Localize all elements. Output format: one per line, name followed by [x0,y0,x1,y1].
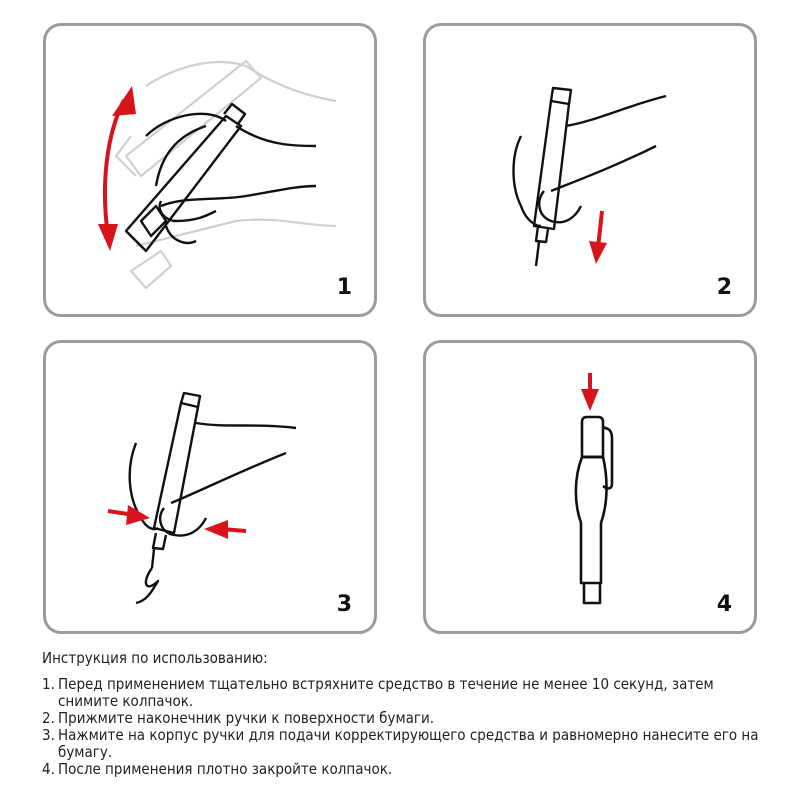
press-tip-to-paper-illustration [512,86,667,267]
instructions-title: Инструкция по использованию: [42,649,268,667]
instruction-item: 3.Нажмите на корпус ручки для подачи кор… [42,726,759,761]
instruction-item: 1.Перед применением тщательно встряхните… [42,675,714,710]
step-number: 3 [336,592,352,617]
instructions-block: Инструкция по использованию: 1.Перед при… [42,650,772,778]
squeeze-arrow-right-icon [204,520,247,539]
down-arrow-icon [581,373,599,411]
instruction-item: 4.После применения плотно закройте колпа… [42,760,393,778]
squeeze-arrow-left-icon [107,505,150,525]
step-3-panel: 3 [43,340,377,634]
close-cap-illustration [574,373,614,605]
instruction-item: 2.Прижмите наконечник ручки к поверхност… [42,709,435,727]
step-number: 1 [336,275,352,300]
step-4-panel: 4 [423,340,757,634]
squeeze-pen-body-illustration [107,391,297,605]
step-2-panel: 2 [423,23,757,317]
down-arrow-icon [589,210,607,264]
double-arrow-icon [98,86,136,251]
step-number: 2 [716,275,732,300]
shake-pen-illustration [98,59,337,290]
instructions-list: 1.Перед применением тщательно встряхните… [42,676,772,778]
step-1-panel: 1 [43,23,377,317]
step-number: 4 [716,592,732,617]
